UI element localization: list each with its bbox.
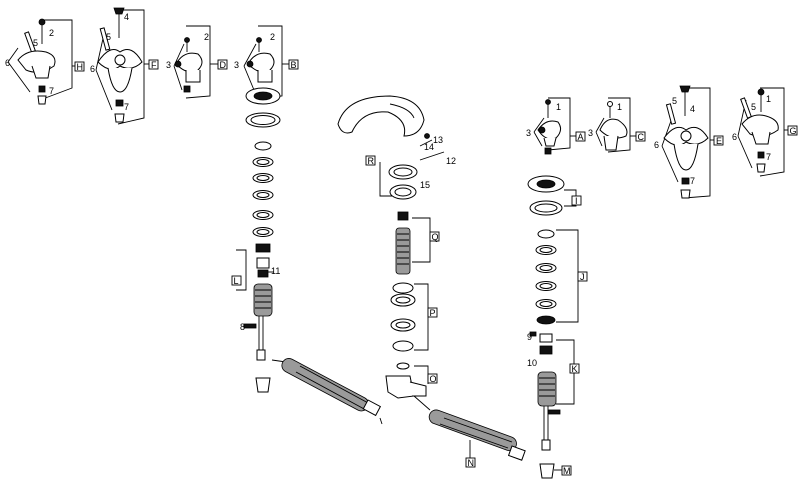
handle-variant-e: E 4 5 6 7 (654, 85, 724, 199)
callout-d: D (220, 60, 227, 70)
callout-o-box (427, 373, 438, 384)
part-num-5: 5 (33, 38, 38, 48)
part-num-6b: 6 (90, 64, 95, 74)
part-num-2b: 2 (204, 32, 209, 42)
callout-a: A (578, 132, 584, 142)
part-num-11: 11 (271, 266, 280, 276)
callout-a-box (575, 131, 586, 142)
handle-variant-c: C 1 3 (588, 97, 646, 153)
part-num-7: 7 (49, 86, 54, 96)
callout-b: B (291, 60, 297, 70)
part-num-1c: 1 (766, 94, 771, 104)
callout-p: P (430, 308, 436, 318)
part-num-13: 13 (433, 135, 443, 145)
part-num-1b: 1 (617, 102, 622, 112)
callout-m-box (561, 465, 572, 476)
callout-left-valve-8: 8 (240, 322, 245, 332)
part-num-10: 10 (527, 358, 537, 368)
part-num-3d: 3 (588, 128, 593, 138)
part-num-5c: 5 (672, 96, 677, 106)
callout-g-box (787, 125, 798, 136)
part-num-12: 12 (446, 156, 456, 166)
part-num-1: 1 (556, 102, 561, 112)
callout-n: N (468, 458, 475, 468)
callout-b-box (288, 59, 299, 70)
handle-variant-d: D 2 3 (166, 25, 228, 99)
callout-l-box (231, 275, 242, 286)
callout-j-box (577, 271, 588, 282)
left-valve-stack: L 11 (231, 87, 281, 393)
callout-l: L (234, 276, 239, 286)
part-num-5b: 5 (106, 32, 111, 42)
part-num-8: 8 (240, 322, 245, 332)
callout-f: F (151, 60, 157, 70)
callout-k: K (572, 364, 578, 374)
callout-c: C (638, 132, 645, 142)
callout-n-box (465, 457, 476, 468)
callout-k-box (569, 363, 580, 374)
handle-variant-a: A 1 3 (526, 97, 586, 155)
part-num-6d: 6 (732, 132, 737, 142)
right-valve-stack: I J 10 K M (527, 175, 588, 479)
callout-right-valve-9: 9 (527, 332, 532, 342)
part-num-3c: 3 (526, 128, 531, 138)
callout-d-box (217, 59, 228, 70)
callout-i-box (571, 195, 582, 206)
callout-f-box (148, 59, 159, 70)
callout-c-box (635, 131, 646, 142)
part-num-2: 2 (49, 28, 54, 38)
part-num-2c: 2 (270, 32, 275, 42)
spout-assembly: 13 14 12 R 15 Q P O (337, 95, 456, 399)
part-num-3b: 3 (234, 60, 239, 70)
callout-e: E (716, 136, 722, 146)
callout-q: Q (432, 232, 439, 242)
handle-variant-h: H 2 5 6 7 (5, 18, 85, 105)
callout-m: M (563, 466, 571, 476)
part-num-5d: 5 (751, 102, 756, 112)
callout-i: I (575, 196, 578, 206)
callout-p-box (427, 307, 438, 318)
hose-right: N (413, 395, 526, 468)
callout-g: G (790, 126, 797, 136)
part-num-7d: 7 (766, 152, 771, 162)
part-num-3: 3 (166, 60, 171, 70)
part-num-6: 6 (5, 58, 10, 68)
callout-r-box (365, 155, 376, 166)
part-num-4: 4 (124, 12, 129, 22)
callout-r: R (368, 156, 375, 166)
handle-variant-b: B 2 3 (234, 25, 299, 99)
part-num-9: 9 (527, 332, 532, 342)
callout-e-box (713, 135, 724, 146)
handle-variant-f: F 4 5 6 7 (90, 7, 159, 125)
part-num-7b: 7 (124, 102, 129, 112)
part-num-6c: 6 (654, 140, 659, 150)
part-num-7c: 7 (690, 176, 695, 186)
handle-variant-g: G 1 5 6 7 (732, 87, 798, 177)
callout-q-box (429, 231, 440, 242)
callout-h-box (74, 61, 85, 72)
part-num-14: 14 (424, 142, 434, 152)
hose-left (271, 358, 383, 425)
part-num-15: 15 (420, 180, 430, 190)
part-num-4b: 4 (690, 104, 695, 114)
callout-j: J (580, 272, 585, 282)
callout-o: O (430, 374, 437, 384)
callout-h: H (77, 62, 84, 72)
